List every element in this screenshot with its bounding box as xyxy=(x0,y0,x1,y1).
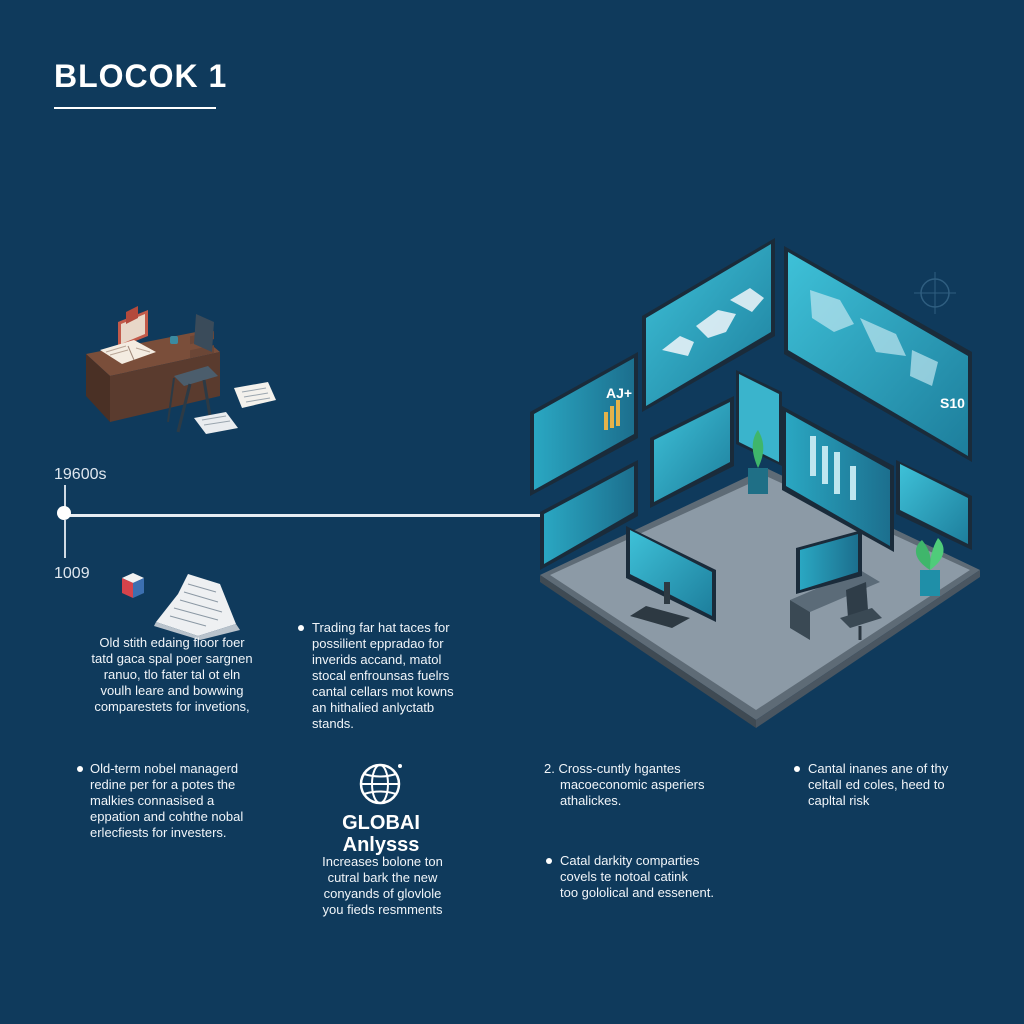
text-line: capltal risk xyxy=(808,793,870,808)
timeline-year-top: 19600s xyxy=(54,466,107,483)
text-line: inverids accand, matol xyxy=(312,652,442,667)
global-analysis-title: GLOBAI Anlysss xyxy=(316,812,446,856)
text-line: Catal darkity comparties xyxy=(560,853,700,868)
text-line: conyands of glovlole xyxy=(323,886,442,901)
text-line: Old stith edaing floor foer xyxy=(99,635,245,650)
timeline-tick xyxy=(64,485,66,507)
bullet xyxy=(298,625,304,631)
text-block-c: Old-term nobel managerd redine per for a… xyxy=(90,761,270,841)
text-block-f: Catal darkity comparties covels te notoa… xyxy=(560,853,750,901)
text-line: stocal enfrounsas fuelrs xyxy=(312,668,450,683)
text-line: Old-term nobel managerd xyxy=(90,761,239,776)
text-line: possilient eppradao for xyxy=(312,636,444,651)
text-line: too gololical and essenent. xyxy=(560,885,714,900)
screen-label-right: S10 xyxy=(940,395,965,411)
global-title-line: Anlysss xyxy=(342,834,420,856)
text-line: ranuo, tlo fater tal ot eln xyxy=(103,667,241,682)
text-line: voulh leare and bowwing xyxy=(100,683,244,698)
text-line: athalickes. xyxy=(560,793,622,808)
bullet xyxy=(794,766,800,772)
text-block-e: 2. Cross-cuntly hgantes macoeconomic asp… xyxy=(544,761,734,809)
text-line: celtalI ed coles, heed to xyxy=(808,777,945,792)
screen-label-left: AJ+ xyxy=(606,385,632,401)
text-line: comparestets for invetions, xyxy=(94,699,250,714)
text-block-g: Cantal inanes ane of thy celtalI ed cole… xyxy=(808,761,988,809)
text-line: macoeconomic asperiers xyxy=(560,777,705,792)
text-line: Cantal inanes ane of thy xyxy=(808,761,949,776)
text-line: eppation and cohthe nobal xyxy=(90,809,244,824)
trading-room-illustration: S10 AJ+ xyxy=(530,238,980,728)
timeline-tick xyxy=(64,520,66,558)
text-line: Increases bolone ton xyxy=(322,854,443,869)
timeline-dot[interactable] xyxy=(57,506,71,520)
text-line: you fieds resmments xyxy=(322,902,443,917)
text-line: 2. Cross-cuntly hgantes xyxy=(544,761,681,776)
text-line: tatd gaca spal poer sargnen xyxy=(91,651,253,666)
text-line: malkies connasised a xyxy=(90,793,215,808)
title-underline xyxy=(54,107,216,109)
text-block-a: Old stith edaing floor foer tatd gaca sp… xyxy=(82,635,262,715)
papers-icon xyxy=(194,382,276,434)
cube-icon xyxy=(122,573,144,598)
text-line: an hithalied anlyctatb xyxy=(312,700,435,715)
bullet xyxy=(77,766,83,772)
text-line: stands. xyxy=(312,716,354,731)
text-line: redine per for a potes the xyxy=(90,777,236,792)
text-block-d: Increases bolone ton cutral bark the new… xyxy=(300,854,465,918)
text-line: Trading far hat taces for xyxy=(312,620,450,635)
document-icon xyxy=(154,574,240,640)
global-title-line: GLOBAI xyxy=(342,812,420,834)
bullet xyxy=(546,858,552,864)
text-line: cantal cellars mot kowns xyxy=(312,684,454,699)
timeline-year-bottom: 1009 xyxy=(54,565,90,582)
globe-icon xyxy=(359,763,402,805)
decorative-compass-icon xyxy=(914,272,956,314)
text-line: covels te notoal catink xyxy=(560,869,688,884)
desk-with-books-illustration xyxy=(86,306,220,433)
timeline-line xyxy=(66,514,540,517)
text-line: erlecfiests for investers. xyxy=(90,825,227,840)
text-block-b: Trading far hat taces for possilient epp… xyxy=(312,620,492,732)
text-line: cutral bark the new xyxy=(327,870,438,885)
page-title: BLOCOK 1 xyxy=(54,58,228,94)
